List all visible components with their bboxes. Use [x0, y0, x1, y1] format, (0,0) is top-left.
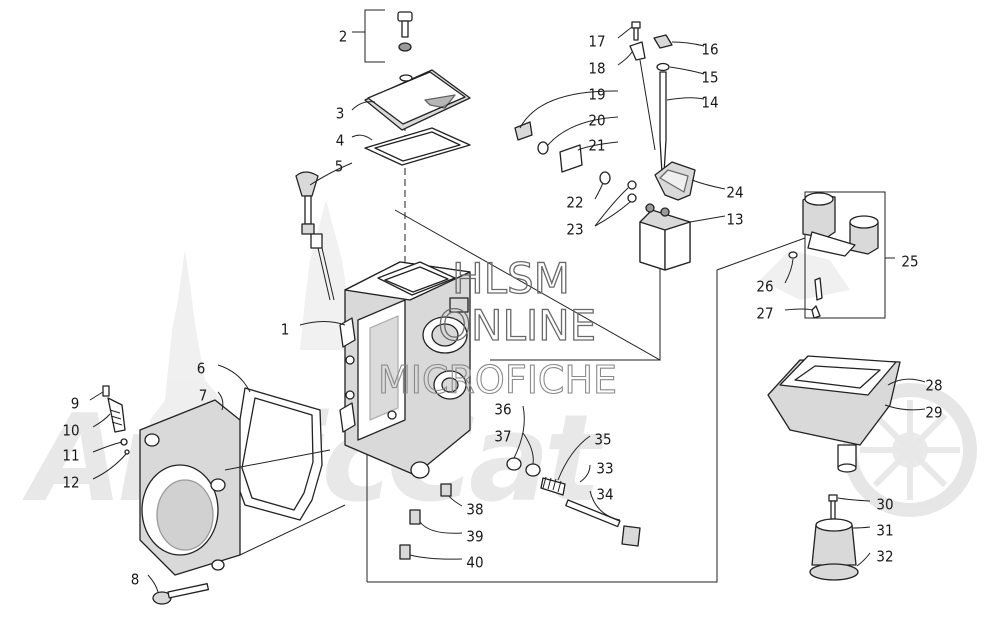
callout-number-32: 32: [876, 548, 893, 566]
callout-numbers: 1234567891011121314151617181920212223242…: [62, 28, 942, 589]
gasket-plate-part-6: [231, 387, 323, 521]
gasket-part-4: [364, 127, 471, 166]
callout-number-6: 6: [197, 360, 206, 378]
callout-number-35: 35: [594, 431, 611, 449]
callout-number-27: 27: [756, 305, 773, 323]
callout-number-19: 19: [588, 86, 605, 104]
callout-number-25: 25: [901, 253, 918, 271]
screw-part-8: [152, 583, 210, 605]
callout-number-2: 2: [339, 28, 348, 46]
callout-number-18: 18: [588, 60, 605, 78]
callout-number-23: 23: [566, 221, 583, 239]
callout-number-29: 29: [925, 404, 942, 422]
float-assembly-part-25: [788, 191, 886, 319]
watermark-line-online: ONLINE: [438, 301, 596, 350]
callout-number-9: 9: [71, 395, 80, 413]
callout-number-21: 21: [588, 137, 605, 155]
intake-flange-part-7: [139, 399, 346, 576]
cable-adjuster-part-5: [295, 171, 335, 301]
callout-number-3: 3: [336, 105, 345, 123]
callout-number-17: 17: [588, 33, 605, 51]
leader-lines: [89, 9, 926, 593]
callout-number-14: 14: [701, 94, 718, 112]
throttle-slide-assembly: [514, 21, 696, 271]
callout-number-7: 7: [199, 387, 208, 405]
callout-number-39: 39: [466, 528, 483, 546]
callout-number-38: 38: [466, 501, 483, 519]
callout-number-22: 22: [566, 194, 583, 212]
top-cover-part-3: [364, 69, 471, 131]
callout-number-10: 10: [62, 422, 79, 440]
carburetor-body-part-1: [339, 261, 471, 479]
idle-screw-parts-9-12: [102, 385, 130, 455]
watermark-line-hlsm: HLSM: [452, 254, 570, 303]
watermark-text: HLSM ONLINE MICROFICHE: [377, 253, 617, 402]
jet-parts-38-40: [399, 483, 452, 560]
callout-number-34: 34: [596, 486, 613, 504]
callout-number-13: 13: [726, 211, 743, 229]
callout-number-24: 24: [726, 184, 743, 202]
watermark-line-microfiche: MICROFICHE: [378, 358, 617, 402]
callout-number-33: 33: [596, 460, 613, 478]
callout-number-1: 1: [281, 321, 290, 339]
float-bowl-parts-28-29: [767, 355, 901, 473]
callout-number-37: 37: [494, 428, 511, 446]
callout-number-20: 20: [588, 112, 605, 130]
callout-number-31: 31: [876, 522, 893, 540]
callout-number-12: 12: [62, 474, 79, 492]
callout-number-4: 4: [336, 132, 345, 150]
callout-number-26: 26: [756, 278, 773, 296]
callout-number-11: 11: [62, 447, 79, 465]
callout-number-15: 15: [701, 69, 718, 87]
callout-number-36: 36: [494, 401, 511, 419]
callout-number-28: 28: [925, 377, 942, 395]
callout-number-40: 40: [466, 554, 483, 572]
callout-number-5: 5: [335, 158, 344, 176]
screw-washer-part-2: [397, 11, 413, 52]
callout-number-16: 16: [701, 41, 718, 59]
mixture-screw-parts-33-37: [506, 457, 641, 547]
drain-parts-30-32: [809, 494, 859, 581]
callout-number-8: 8: [131, 571, 140, 589]
callout-number-30: 30: [876, 496, 893, 514]
